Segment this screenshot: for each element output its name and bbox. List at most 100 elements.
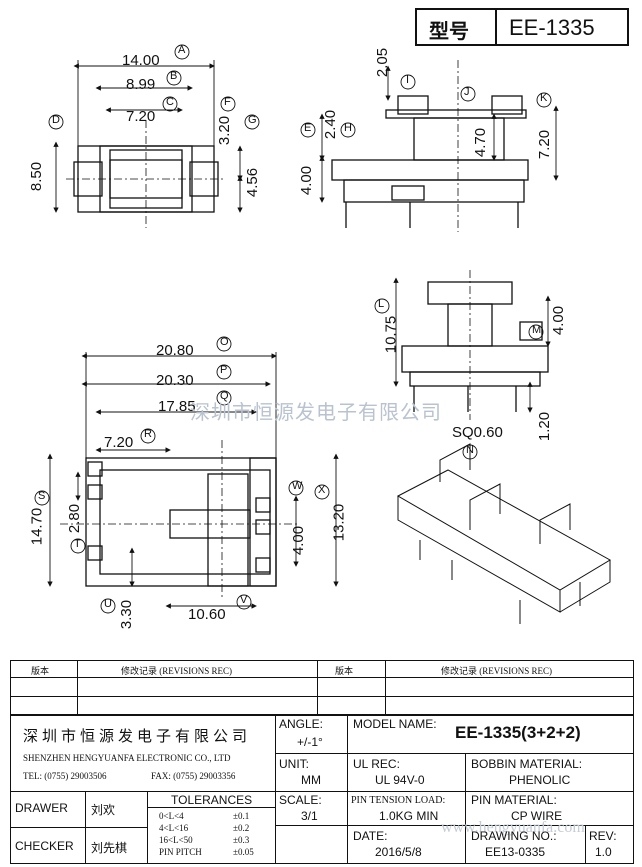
dim-4-00-m: 4.00 [550, 305, 568, 336]
drawing-no-value: EE13-0335 [485, 845, 546, 859]
drawer-label: DRAWER [15, 801, 68, 815]
dim-tag-h: H [344, 122, 352, 134]
dim-tag-s: S [38, 490, 46, 502]
scale-label: SCALE: [279, 793, 322, 807]
tol-value-4: ±0.05 [233, 847, 254, 857]
dim-tag-g: G [248, 114, 257, 126]
dim-20-30: 20.30 [156, 372, 194, 389]
model-name-value: EE-1335(3+2+2) [455, 723, 581, 742]
dim-4-70: 4.70 [472, 127, 490, 158]
dim-tag-k: K [540, 92, 548, 104]
date-label: DATE: [353, 829, 388, 843]
dim-20-80: 20.80 [156, 342, 194, 359]
dim-8-50: 8.50 [28, 161, 46, 192]
dim-14-70: 14.70 [28, 507, 46, 546]
dim-4-00-h: 4.00 [298, 165, 316, 196]
dim-tag-j: J [464, 86, 470, 98]
dim-14-00: 14.00 [122, 52, 160, 69]
rev-label: REV: [589, 829, 617, 843]
dim-7-20-r: 7.20 [104, 434, 134, 451]
dim-tag-o: O [220, 336, 229, 348]
dim-tag-x: X [318, 484, 326, 496]
dim-tag-q: Q [220, 390, 229, 402]
dim-tag-r: R [144, 428, 152, 440]
dim-2-40: 2.40 [322, 109, 340, 140]
bobbin-material-label: BOBBIN MATERIAL: [471, 757, 583, 771]
dim-tag-n: N [466, 444, 474, 456]
pin-tension-label: PIN TENSION LOAD: [351, 795, 446, 806]
company-name-en: SHENZHEN HENGYUANFA ELECTRONIC CO., LTD [23, 753, 231, 763]
drawer-value: 刘欢 [91, 803, 116, 817]
dim-sq-0-60: SQ0.60 [452, 424, 503, 441]
site-watermark: www.hengyuanfa.com [441, 819, 585, 836]
model-header: 型号 EE-1335 [415, 8, 629, 46]
unit-value: MM [301, 773, 321, 787]
dim-2-05: 2.05 [374, 47, 392, 78]
dim-17-85: 17.85 [158, 398, 196, 415]
bobbin-material-value: PHENOLIC [509, 773, 571, 787]
dim-tag-c: C [166, 96, 174, 108]
dim-4-00-w: 4.00 [290, 525, 308, 556]
rev-value: 1.0 [595, 845, 612, 859]
tol-range-1: 0<L<4 [159, 811, 184, 821]
dim-1-20: 1.20 [536, 411, 554, 442]
dim-7-20-k: 7.20 [536, 129, 554, 160]
ul-rec-value: UL 94V-0 [375, 773, 425, 787]
dim-8-99: 8.99 [126, 76, 156, 93]
dim-tag-p: P [220, 364, 228, 376]
tol-value-2: ±0.2 [233, 823, 250, 833]
company-name-cn: 深圳市恒源发电子有限公司 [23, 727, 252, 745]
pin-tension-value: 1.0KG MIN [379, 809, 439, 823]
dim-13-20: 13.20 [330, 503, 348, 542]
dim-7-20-c: 7.20 [126, 108, 156, 125]
dim-tag-a: A [178, 44, 186, 56]
rev-col-record-2: 修改记录 (REVISIONS REC) [441, 666, 553, 676]
dim-tag-e: E [304, 122, 312, 134]
ul-rec-label: UL REC: [353, 757, 400, 771]
type-label: 型号 [429, 19, 469, 43]
rev-col-record-1: 修改记录 (REVISIONS REC) [121, 666, 233, 676]
dim-tag-v: V [240, 594, 248, 606]
model-name-label: MODEL NAME: [353, 717, 437, 731]
model-code: EE-1335 [509, 15, 595, 40]
dim-4-56: 4.56 [244, 167, 262, 198]
company-tel: TEL: (0755) 29003506 [23, 771, 107, 781]
pin-material-value: CP WIRE [511, 809, 563, 823]
dim-3-20: 3.20 [216, 115, 234, 146]
dim-tag-w: W [292, 480, 303, 492]
checker-label: CHECKER [15, 839, 74, 853]
unit-label: UNIT: [279, 757, 309, 771]
dim-10-75: 10.75 [382, 315, 400, 354]
pin-material-label: PIN MATERIAL: [471, 793, 557, 807]
technical-drawing [34, 44, 611, 624]
rev-col-version-2: 版本 [335, 666, 354, 676]
dim-tag-d: D [52, 114, 60, 126]
dim-tag-l: L [378, 298, 385, 310]
dim-tag-t: T [74, 538, 81, 550]
tol-value-1: ±0.1 [233, 811, 250, 821]
revisions-table: 版本 修改记录 (REVISIONS REC) 版本 修改记录 (REVISIO… [10, 660, 634, 716]
tol-range-2: 4<L<16 [159, 823, 189, 833]
dim-10-60: 10.60 [188, 606, 226, 623]
title-block: 深圳市恒源发电子有限公司 SHENZHEN HENGYUANFA ELECTRO… [10, 714, 634, 864]
dim-3-30: 3.30 [118, 599, 136, 630]
angle-value: +/-1° [297, 735, 323, 749]
date-value: 2016/5/8 [375, 845, 422, 859]
tol-value-3: ±0.3 [233, 835, 250, 845]
dim-tag-b: B [170, 70, 178, 82]
dim-tag-i: I [406, 74, 410, 86]
dim-tag-m: M [532, 324, 542, 336]
scale-value: 3/1 [301, 809, 318, 823]
drawing-no-label: DRAWING NO.: [471, 829, 557, 843]
dim-tag-u: U [104, 598, 112, 610]
checker-value: 刘先棋 [91, 841, 128, 855]
tolerances-label: TOLERANCES [171, 793, 253, 807]
rev-col-version-1: 版本 [31, 666, 50, 676]
tol-range-4: PIN PITCH [159, 847, 202, 857]
tol-range-3: 16<L<50 [159, 835, 193, 845]
dim-2-80: 2.80 [66, 503, 84, 534]
company-fax: FAX: (0755) 29003356 [151, 771, 236, 781]
dim-tag-f: F [224, 96, 231, 108]
company-watermark: 深圳市恒源发电子有限公司 [190, 400, 442, 424]
angle-label: ANGLE: [279, 717, 324, 731]
